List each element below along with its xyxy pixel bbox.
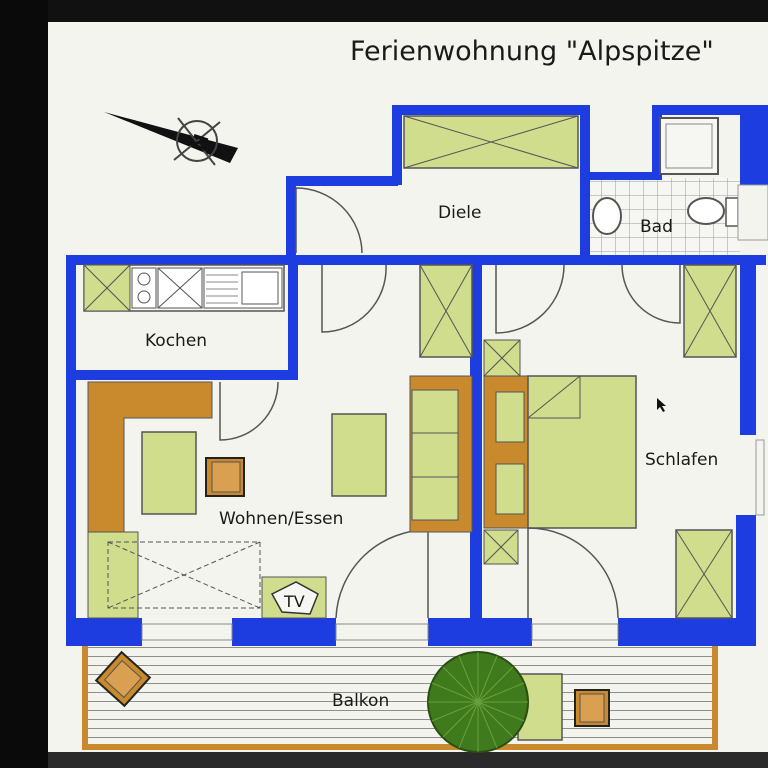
room-wohnen: [87, 264, 473, 619]
door-bedroom: [495, 264, 565, 334]
walls-main: [66, 255, 766, 648]
coffee-table: [331, 413, 387, 497]
shower: [659, 117, 719, 175]
bed-mattress: [527, 375, 637, 529]
compass-icon: N: [104, 112, 238, 166]
label-bad: Bad: [640, 217, 673, 237]
label-schlafen: Schlafen: [645, 450, 718, 470]
hob-burner: [137, 290, 151, 304]
door-bad: [621, 264, 681, 324]
label-kochen: Kochen: [145, 331, 207, 351]
label-balkon: Balkon: [332, 691, 389, 711]
room-kochen: [83, 264, 285, 312]
screen-bezel-left: [0, 0, 48, 768]
sofa-bed-outline: [107, 541, 261, 609]
mouse-cursor-icon: [657, 398, 666, 412]
label-tv: TV: [283, 592, 305, 611]
pillow: [495, 463, 525, 515]
bottom-shadow: [48, 752, 768, 768]
tv: [270, 581, 319, 615]
label-wohnen: Wohnen/Essen: [219, 509, 343, 529]
room-schlafen: [483, 264, 737, 619]
room-diele: [286, 105, 590, 263]
plan-title: Ferienwohnung "Alpspitze": [350, 36, 714, 67]
toilet: [687, 197, 725, 225]
washbasin: [592, 197, 622, 235]
door-entrance: [295, 187, 363, 254]
door-balcony-bedroom: [527, 527, 619, 619]
pillow: [495, 391, 525, 443]
parasol-icon: [427, 651, 529, 753]
screen-bezel-top: [0, 0, 768, 22]
door-kitchen: [219, 381, 279, 441]
room-bad: [580, 105, 768, 258]
door-diele-living: [321, 264, 387, 333]
compass-north-letter: N: [186, 131, 214, 154]
dining-table: [141, 431, 197, 515]
hob-burner: [137, 272, 151, 286]
label-diele: Diele: [438, 203, 481, 223]
room-balkon: [82, 646, 718, 753]
